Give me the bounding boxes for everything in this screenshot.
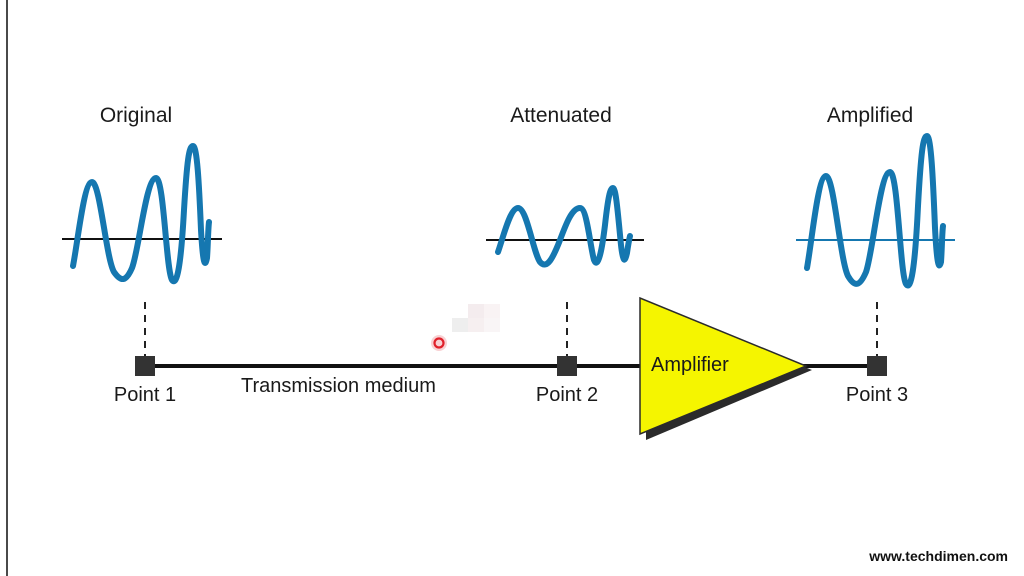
image-artifact bbox=[468, 304, 484, 318]
attenuated-title: Attenuated bbox=[510, 104, 612, 127]
left-border bbox=[6, 0, 8, 576]
image-artifact bbox=[468, 318, 484, 332]
point1-node bbox=[135, 356, 155, 376]
amplifier-triangle bbox=[639, 296, 808, 436]
image-artifact bbox=[452, 318, 468, 332]
original-title: Original bbox=[99, 104, 173, 127]
transmission-medium-label: Transmission medium bbox=[241, 375, 436, 397]
point2-node bbox=[557, 356, 577, 376]
point3-label: Point 3 bbox=[845, 384, 909, 406]
watermark: www.techdimen.com bbox=[869, 548, 1008, 564]
point3-node bbox=[867, 356, 887, 376]
image-artifact bbox=[484, 318, 500, 332]
original-wave-path bbox=[70, 142, 212, 285]
point1-label: Point 1 bbox=[113, 384, 177, 406]
cursor-dot bbox=[431, 335, 447, 351]
amplified-waveform bbox=[796, 132, 955, 289]
amplified-title: Amplified bbox=[826, 104, 914, 127]
point2-label: Point 2 bbox=[535, 384, 599, 406]
amplifier-label: Amplifier bbox=[651, 354, 729, 376]
amplified-wave-path bbox=[804, 132, 946, 289]
attenuated-waveform bbox=[486, 184, 644, 268]
amplifier-symbol bbox=[639, 296, 812, 440]
image-artifact bbox=[484, 304, 500, 318]
attenuated-wave-path bbox=[495, 184, 633, 268]
original-waveform bbox=[62, 142, 222, 285]
